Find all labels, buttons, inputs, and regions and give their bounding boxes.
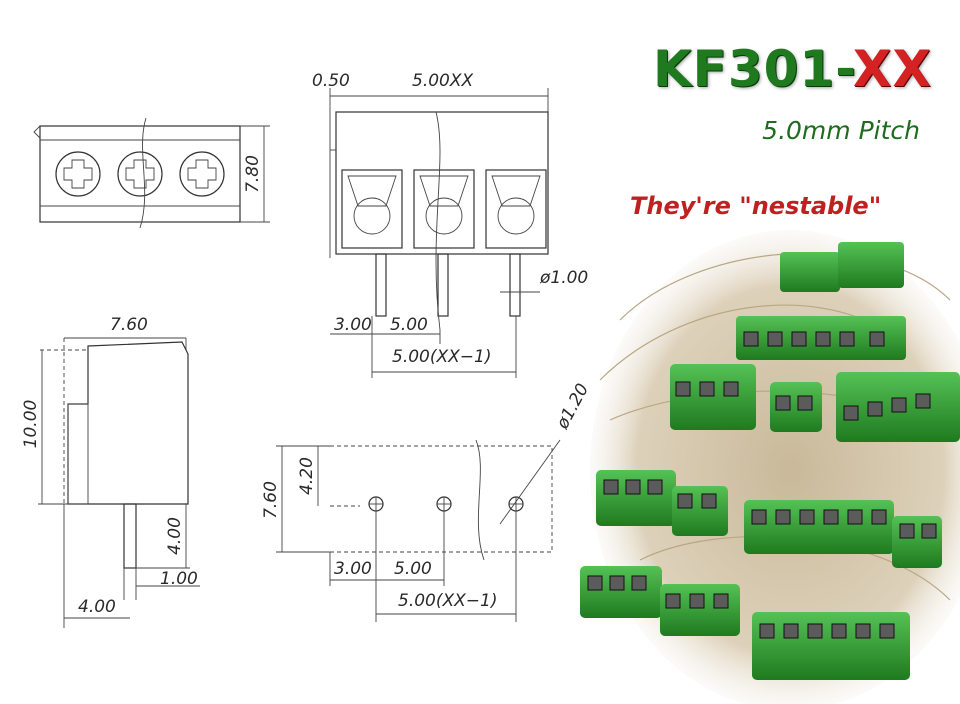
dim-top-height: 7.80 [243,155,263,193]
dim-front-pitch: 5.00 [390,315,428,335]
product-title-accent: XX [852,40,932,98]
dim-side-width: 7.60 [110,315,148,335]
dim-front-first-offset: 3.00 [334,315,372,335]
product-title-main: KF301- [652,40,853,98]
screw-icon [179,151,225,197]
dim-front-offset: 0.50 [312,71,350,91]
dim-front-span: 5.00(XX−1) [392,347,491,367]
dim-pcb-pitch: 5.00 [394,559,432,579]
terminal-block [660,584,740,636]
terminal-block [838,242,904,288]
side-view: 7.60 10.00 4.00 1.00 4.00 [21,315,200,628]
dim-pcb-hole-diameter: ø1.20 [552,380,593,433]
dim-side-pin-width: 1.00 [160,569,198,589]
product-subtitle: 5.0mm Pitch [762,116,920,145]
screw-icon [117,151,163,197]
terminal-block [670,364,756,430]
terminal-block [752,612,910,680]
top-view: 7.80 [33,117,270,229]
dim-side-pin-offset: 4.00 [78,597,116,617]
dim-side-height: 10.00 [21,400,41,449]
terminal-slot [485,169,547,317]
product-title: KF301-XX [632,40,932,98]
dim-pin-diameter: ø1.00 [539,268,588,288]
pcb-footprint: ø1.20 7.60 4.20 3.00 5.00 5.00(XX−1) [261,380,593,622]
terminal-block [596,470,676,526]
nestable-note: They're "nestable" [630,192,882,220]
terminal-block [780,252,840,292]
dim-pcb-span: 5.00(XX−1) [398,591,497,611]
front-view: 0.50 5.00XX ø1.00 3.00 5.00 [312,71,588,378]
dim-pcb-hole-row: 4.20 [297,457,317,495]
terminal-slot [341,169,403,317]
dim-front-total: 5.00XX [412,71,473,91]
product-photo [580,230,960,704]
dim-pcb-height: 7.60 [261,481,281,519]
dim-side-pin-length: 4.00 [165,517,185,555]
terminal-block [770,382,822,432]
terminal-slot [413,169,475,317]
terminal-block [580,566,662,618]
dim-pcb-first-offset: 3.00 [334,559,372,579]
terminal-block [744,500,894,554]
screw-icon [55,151,101,197]
